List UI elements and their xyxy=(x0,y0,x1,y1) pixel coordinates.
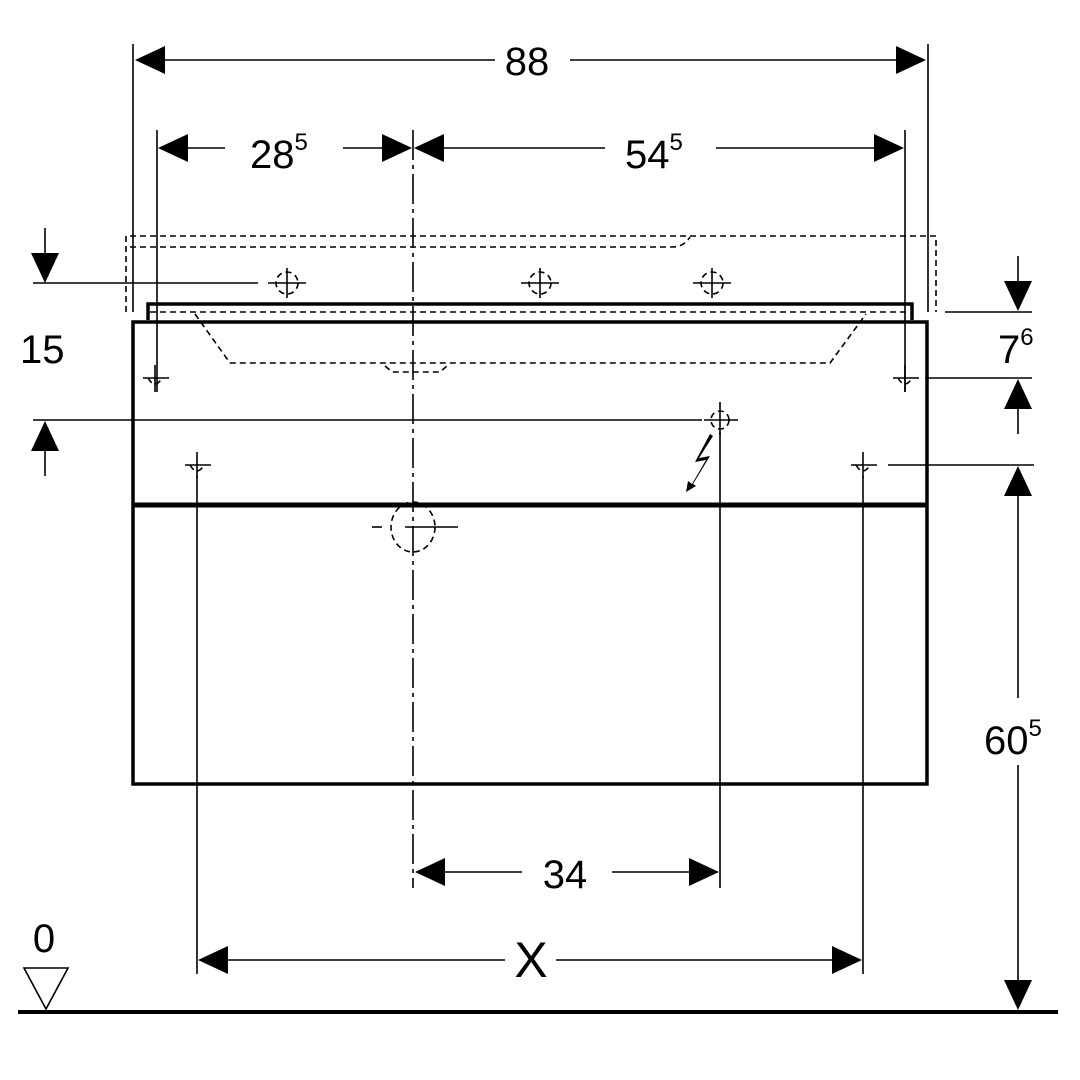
crosshair-icon xyxy=(185,452,211,478)
label-right-offset: 545 xyxy=(625,129,683,177)
cabinet xyxy=(131,302,929,786)
crosshair-icon xyxy=(893,365,919,392)
level-triangle-icon xyxy=(22,967,70,1011)
dimension-lines xyxy=(31,46,1032,1010)
crosshair-icon xyxy=(851,452,877,478)
label-floor-level: 0 xyxy=(33,917,55,961)
basin-outline xyxy=(125,235,937,553)
crosshair-icon xyxy=(268,268,306,298)
mounting-points xyxy=(143,268,919,478)
label-hole-spacing: X xyxy=(514,932,547,988)
label-supply-offset: 34 xyxy=(543,853,588,897)
crosshair-icon xyxy=(143,365,169,392)
extension-lines xyxy=(33,44,1034,974)
label-left-height: 15 xyxy=(20,328,65,372)
floor-reference xyxy=(18,967,1058,1014)
lightning-icon xyxy=(686,434,713,492)
label-right-small-height: 76 xyxy=(998,324,1034,372)
crosshair-icon xyxy=(521,268,559,298)
label-left-offset: 285 xyxy=(250,129,308,177)
label-overall-width: 88 xyxy=(505,40,550,84)
label-mount-height: 605 xyxy=(984,715,1042,763)
crosshair-icon xyxy=(704,402,738,435)
crosshair-icon xyxy=(693,268,731,298)
